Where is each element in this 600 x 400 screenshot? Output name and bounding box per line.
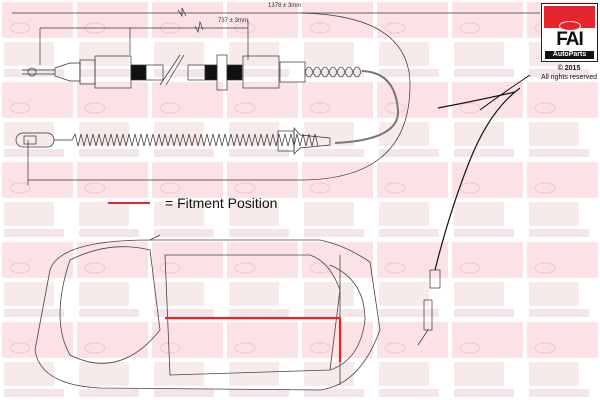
fitment-legend-label: = Fitment Position — [165, 195, 278, 211]
logo-subtitle: AutoParts — [545, 51, 594, 59]
copyright: © 2015 All rights reserved — [538, 64, 600, 82]
fai-logo: FAI AutoParts — [541, 3, 598, 62]
inner-length-label: 737 ± 3mm — [218, 18, 248, 24]
rights-text: All rights reserved — [540, 74, 598, 81]
car-outline — [34, 234, 381, 391]
overall-length-label: 1378 ± 3mm — [268, 3, 302, 9]
fitment-position-marker — [165, 316, 342, 362]
logo-seal-icon — [559, 21, 581, 31]
copyright-year: © 2015 — [557, 65, 581, 72]
logo-brand: FAI — [556, 29, 584, 50]
logo-red-panel — [544, 6, 595, 28]
